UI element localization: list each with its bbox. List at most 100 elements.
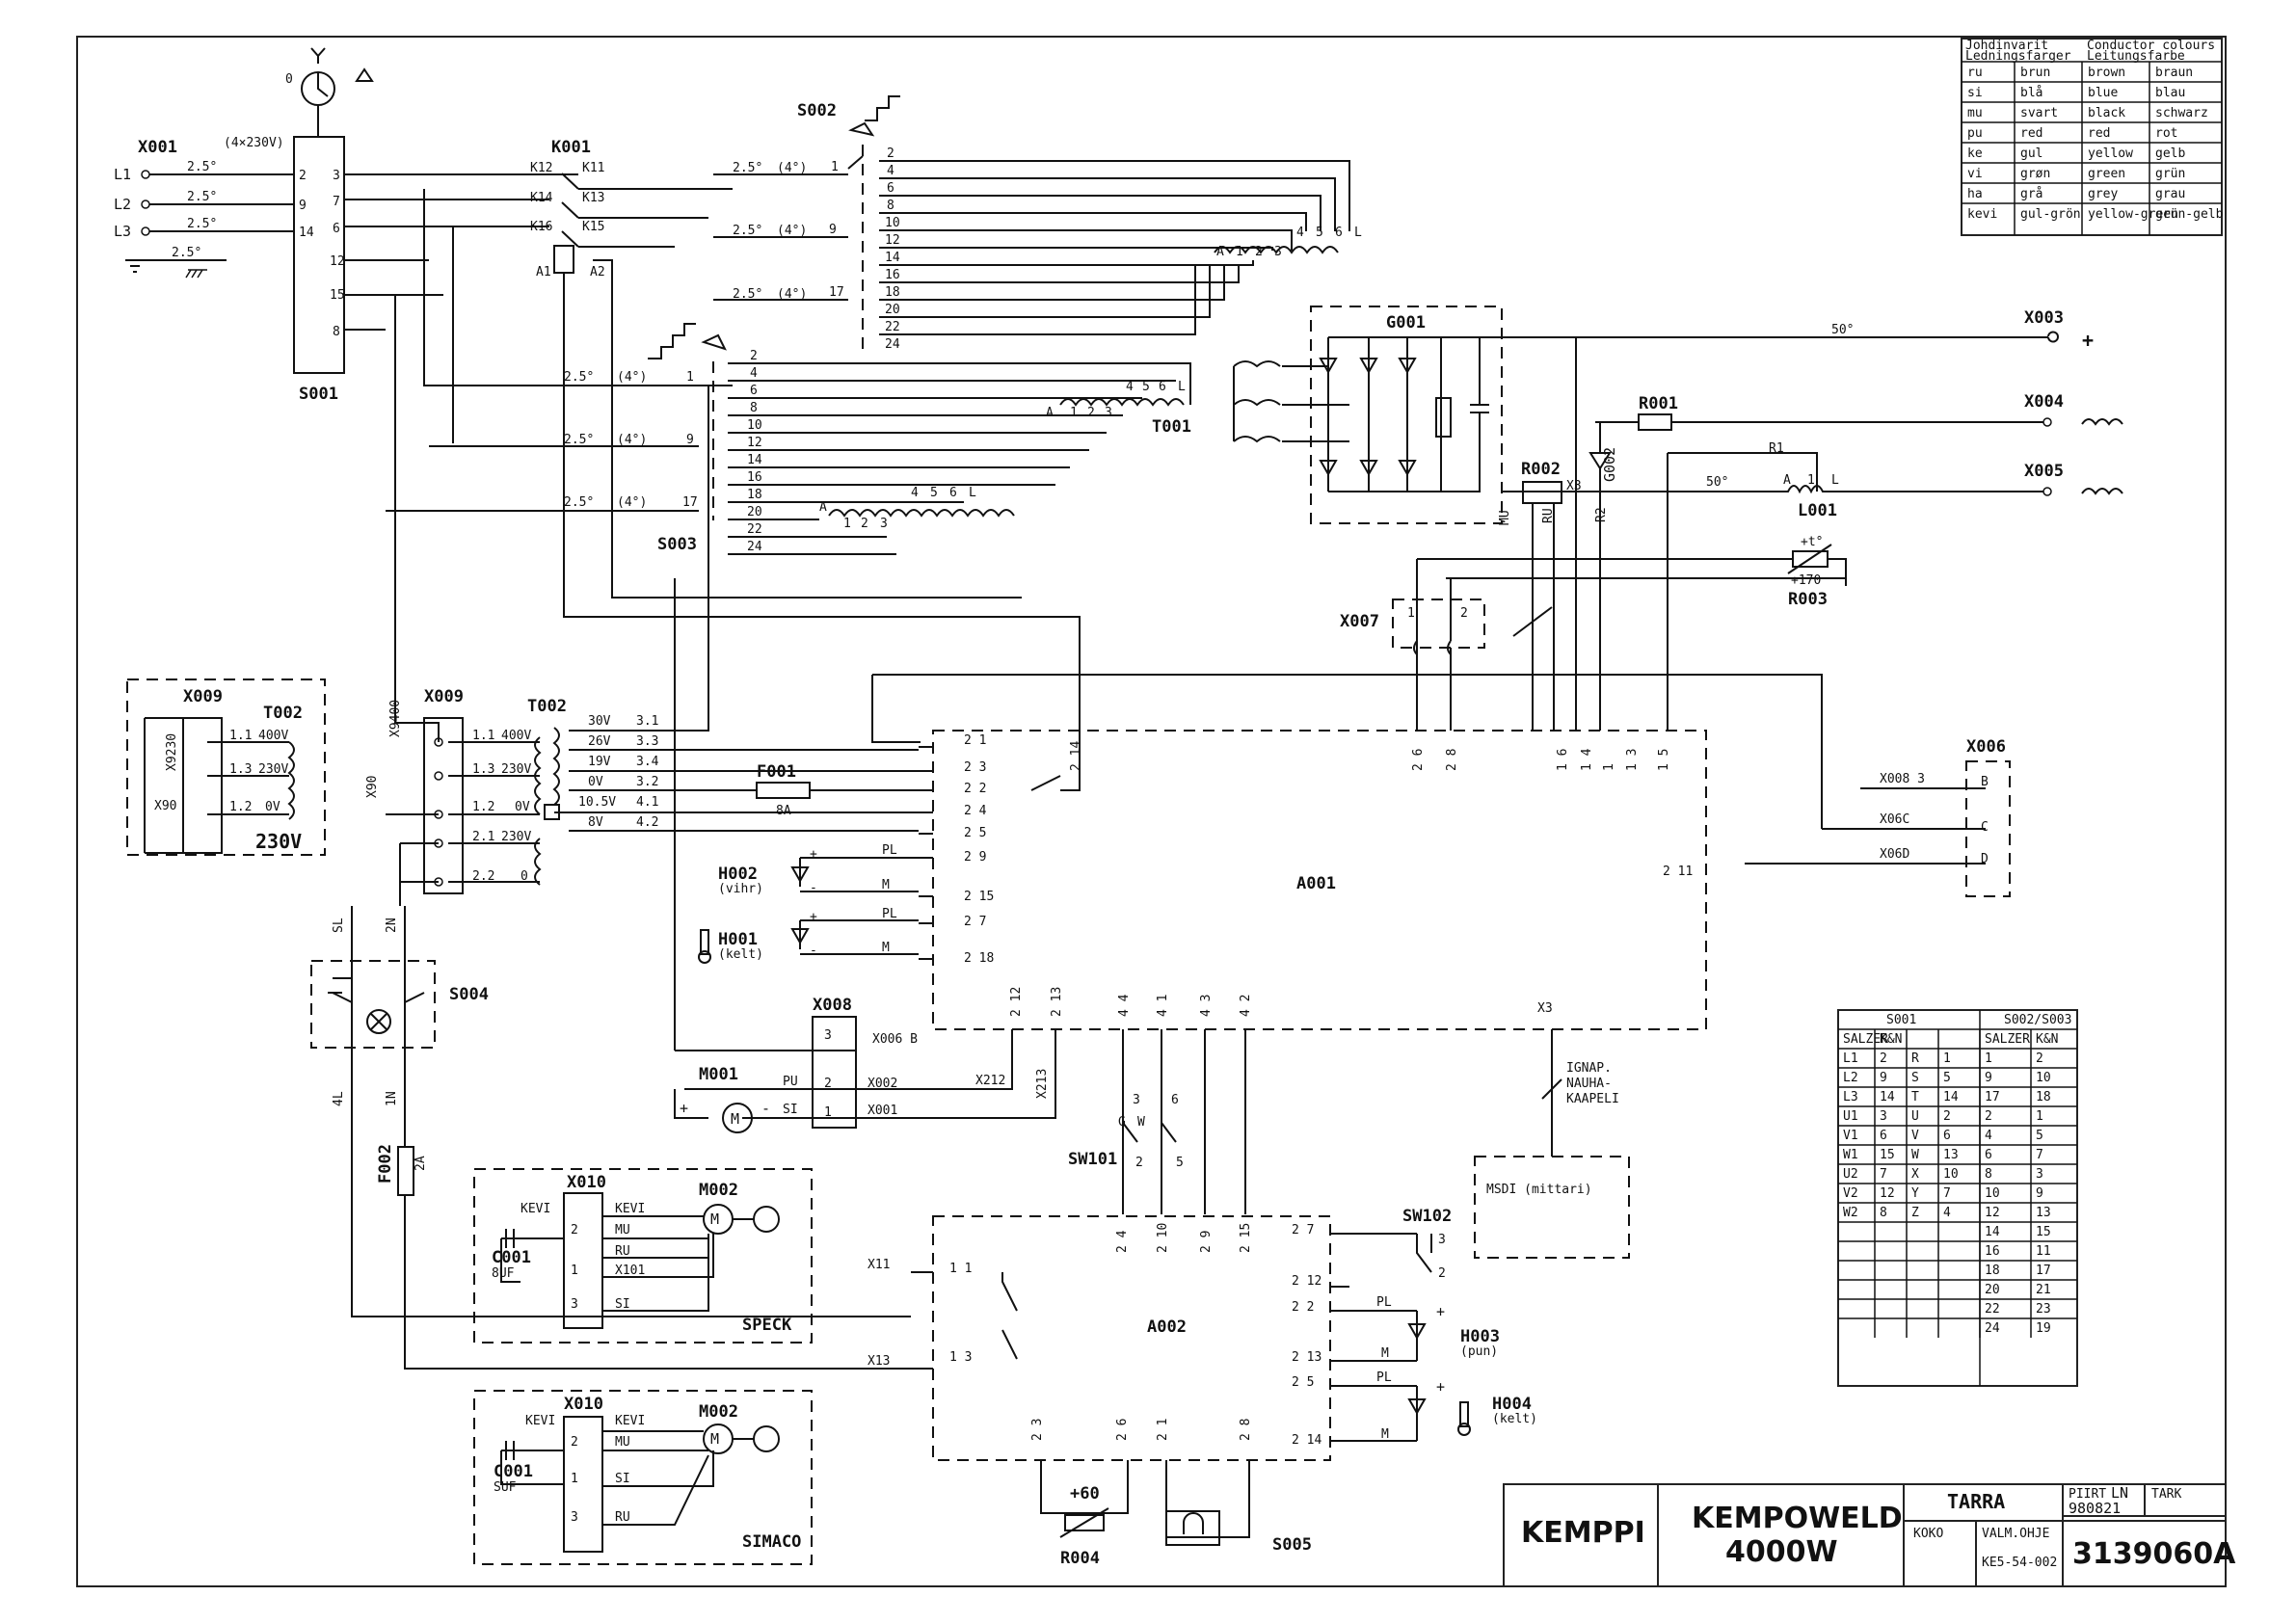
h002-label: H002 — [718, 865, 758, 884]
svg-text:2 8: 2 8 — [1239, 1419, 1253, 1441]
legend-cell: ke — [1967, 146, 1983, 161]
swtable-cell: S — [1911, 1071, 1919, 1085]
swtable-cell: U — [1911, 1109, 1919, 1124]
x010-speck-label: X010 — [567, 1173, 606, 1192]
legend-frame — [1961, 38, 2223, 236]
piirt-value: LN — [2111, 1484, 2128, 1502]
svg-text:4: 4 — [1126, 380, 1134, 394]
svg-text:RU: RU — [615, 1244, 630, 1259]
legend-cell: svart — [2020, 106, 2058, 120]
swtable-cell: 4 — [1943, 1206, 1951, 1220]
svg-text:5: 5 — [1316, 226, 1323, 240]
svg-text:3: 3 — [1438, 1233, 1446, 1247]
legend-cell: red — [2088, 126, 2110, 141]
x009-label: X009 — [424, 687, 464, 706]
x006-c-ref: X06C — [1880, 812, 1909, 827]
svg-text:X212: X212 — [975, 1074, 1005, 1088]
svg-text:3.1: 3.1 — [636, 714, 658, 729]
svg-text:2 9: 2 9 — [1199, 1231, 1214, 1253]
svg-text:1.1: 1.1 — [229, 729, 252, 743]
swtable-cell: 21 — [2036, 1283, 2051, 1297]
legend-cell: grau — [2155, 187, 2185, 201]
t001-label: T001 — [1152, 417, 1191, 437]
legend-cell: grün-gelb — [2155, 207, 2224, 222]
svg-text:G: G — [1118, 1115, 1126, 1130]
svg-text:KEVI: KEVI — [521, 1202, 550, 1216]
svg-text:+: + — [810, 910, 817, 924]
svg-text:6: 6 — [887, 181, 894, 196]
h001-sub: (kelt) — [718, 947, 763, 962]
svg-text:-: - — [810, 944, 817, 958]
sw102-label: SW102 — [1402, 1207, 1452, 1226]
swtable-cell: 3 — [1880, 1109, 1887, 1124]
svg-text:10: 10 — [747, 418, 762, 433]
l3-cable: 2.5° — [187, 217, 217, 231]
swtable-cell: 9 — [2036, 1186, 2043, 1201]
svg-text:A: A — [1046, 406, 1054, 420]
svg-text:SUF: SUF — [494, 1480, 517, 1495]
swtable-cell: 9 — [1880, 1071, 1887, 1085]
svg-text:2.5°: 2.5° — [564, 433, 594, 447]
svg-text:MU: MU — [615, 1435, 630, 1450]
svg-text:+: + — [1436, 1378, 1445, 1396]
swtable-cell: 18 — [1985, 1264, 2000, 1278]
svg-text:1: 1 — [843, 517, 851, 531]
svg-text:2 12: 2 12 — [1009, 987, 1024, 1017]
svg-text:K15: K15 — [582, 220, 604, 234]
r002-shunt: R002 MU RU R2 — [1498, 460, 1609, 713]
svg-text:8V: 8V — [588, 815, 603, 830]
svg-text:1: 1 — [571, 1264, 578, 1278]
legend-cell: red — [2020, 126, 2042, 141]
legend-cell: brown — [2088, 66, 2125, 80]
legend-header-en: Conductor colours — [2087, 39, 2215, 53]
legend-cell: pu — [1967, 126, 1983, 141]
svg-text:6: 6 — [333, 222, 340, 236]
svg-text:M: M — [731, 1110, 739, 1128]
svg-text:5: 5 — [930, 486, 938, 500]
swtable-cell: 16 — [1985, 1244, 2000, 1259]
terminal-l1: L1 — [114, 166, 131, 183]
svg-text:2: 2 — [861, 517, 868, 531]
svg-text:(4°): (4°) — [617, 370, 647, 385]
swtable-cell: 8 — [1880, 1206, 1887, 1220]
svg-text:3: 3 — [880, 517, 888, 531]
legend-cell: grøn — [2020, 167, 2050, 181]
swtable-cell: U2 — [1843, 1167, 1858, 1182]
msdi-label: MSDI (mittari) — [1486, 1183, 1592, 1197]
swtable-cell: 2 — [1943, 1109, 1951, 1124]
svg-text:SI: SI — [615, 1472, 630, 1486]
svg-text:SL: SL — [332, 918, 346, 933]
swtable-cell: 15 — [1880, 1148, 1895, 1162]
svg-text:X9400: X9400 — [388, 700, 403, 737]
svg-text:19V: 19V — [588, 755, 611, 769]
r004-label: R004 — [1060, 1549, 1100, 1568]
r003-value: +170 — [1791, 573, 1821, 588]
swtable-cell: 6 — [1880, 1129, 1887, 1143]
swtable-cell: R — [1911, 1051, 1919, 1066]
legend-cell: braun — [2155, 66, 2193, 80]
swtable-cell: 10 — [1943, 1167, 1959, 1182]
svg-text:(4°): (4°) — [777, 224, 807, 238]
svg-text:2: 2 — [824, 1077, 832, 1091]
svg-text:K13: K13 — [582, 191, 604, 205]
svg-text:L: L — [1831, 473, 1839, 488]
svg-text:L: L — [1354, 226, 1362, 240]
sw101-label: SW101 — [1068, 1150, 1117, 1169]
legend-cell: blue — [2088, 86, 2118, 100]
svg-text:4.1: 4.1 — [636, 795, 658, 810]
swtable-cell: 2 — [2036, 1051, 2043, 1066]
svg-text:24: 24 — [885, 337, 900, 352]
svg-text:1 5: 1 5 — [1657, 749, 1671, 771]
swtable-cell: 1 — [1985, 1051, 1992, 1066]
legend-cell: kevi — [1967, 207, 1997, 222]
x004-label: X004 — [2024, 392, 2064, 412]
x001-label: X001 — [138, 138, 177, 157]
x003-label: X003 — [2024, 308, 2064, 328]
